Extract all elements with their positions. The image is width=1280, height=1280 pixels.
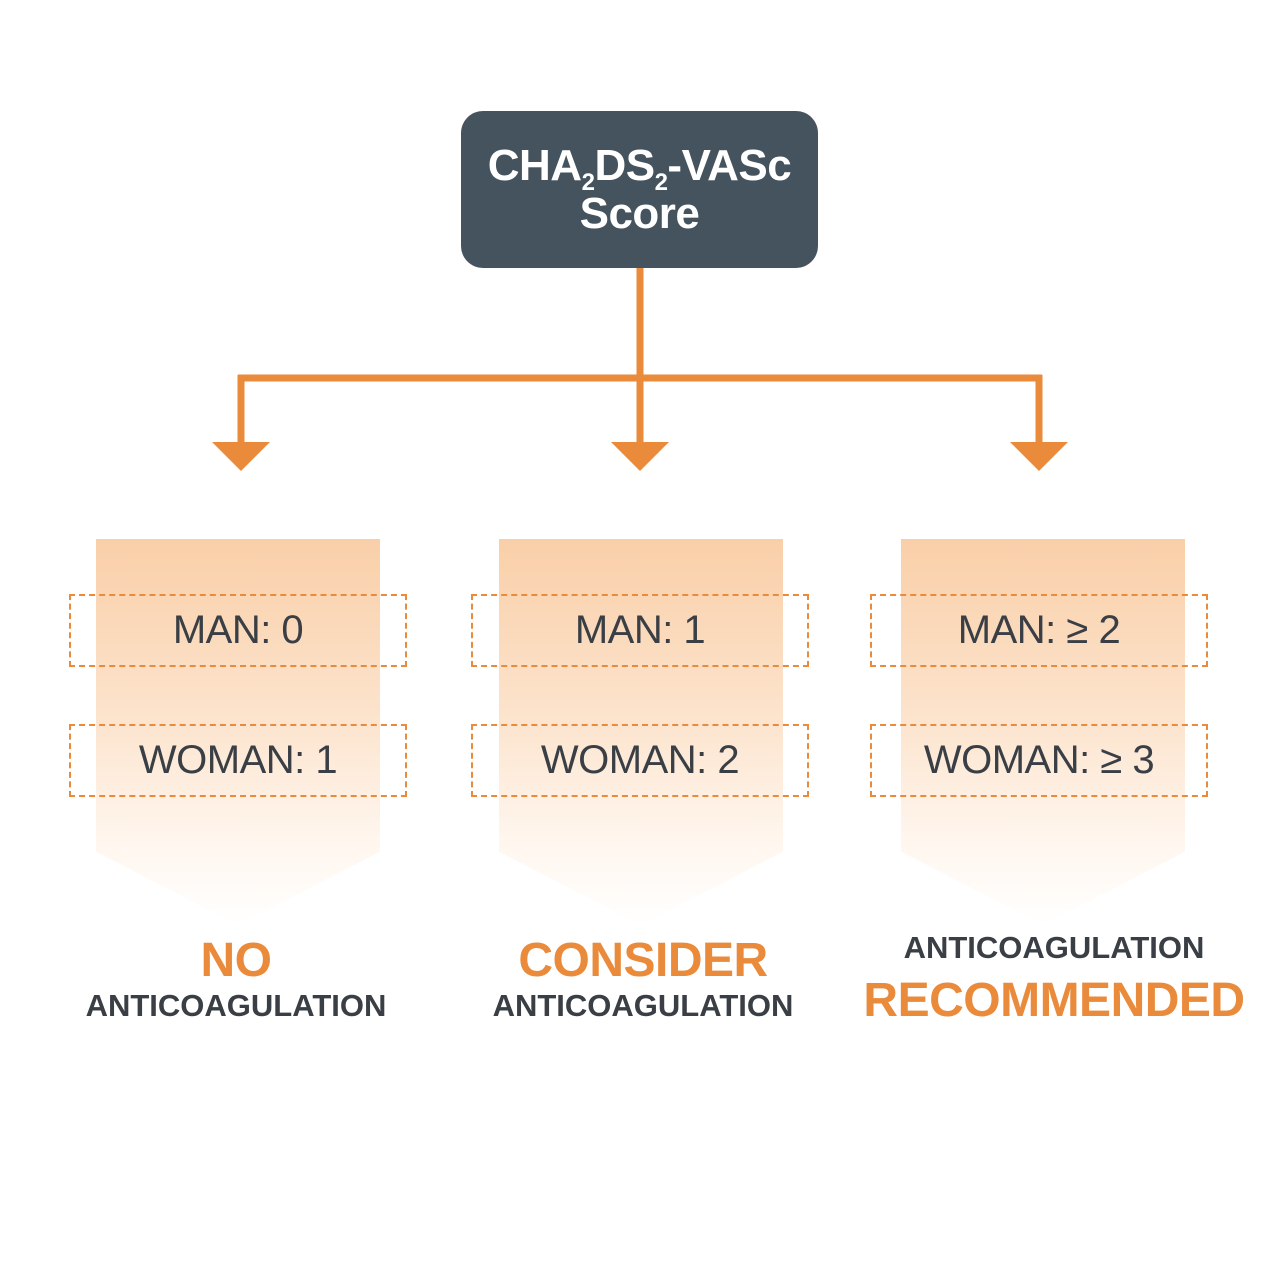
man-criterion-recommended: MAN: ≥ 2: [870, 594, 1208, 667]
man-criterion-consider: MAN: 1: [471, 594, 809, 667]
arrow-right: [1010, 442, 1068, 471]
column-bg-recommended: [901, 539, 1185, 925]
arrow-center: [611, 442, 669, 471]
outcome-no-detail: ANTICOAGULATION: [85, 988, 387, 1023]
score-box: CHA2DS2-VASc Score: [461, 111, 818, 268]
score-title-line1: CHA2DS2-VASc: [487, 140, 792, 196]
column-bg-consider: [499, 539, 783, 925]
column-bg-no: [96, 539, 380, 925]
outcome-recommended: ANTICOAGULATION RECOMMENDED: [854, 930, 1254, 1028]
arrow-left: [212, 442, 270, 471]
outcome-consider-detail: ANTICOAGULATION: [492, 988, 794, 1023]
outcome-consider-emphasis: CONSIDER: [518, 934, 768, 987]
outcome-no-emphasis: NO: [200, 934, 273, 987]
woman-criterion-no: WOMAN: 1: [69, 724, 407, 797]
woman-criterion-recommended: WOMAN: ≥ 3: [870, 724, 1208, 797]
man-criterion-no: MAN: 0: [69, 594, 407, 667]
outcome-consider: CONSIDER ANTICOAGULATION: [443, 934, 843, 1024]
woman-criterion-consider: WOMAN: 2: [471, 724, 809, 797]
outcome-recommended-detail: ANTICOAGULATION: [903, 930, 1205, 965]
outcome-recommended-emphasis: RECOMMENDED: [863, 974, 1245, 1027]
outcome-no: NO ANTICOAGULATION: [36, 934, 436, 1024]
score-title-line2: Score: [579, 188, 700, 238]
